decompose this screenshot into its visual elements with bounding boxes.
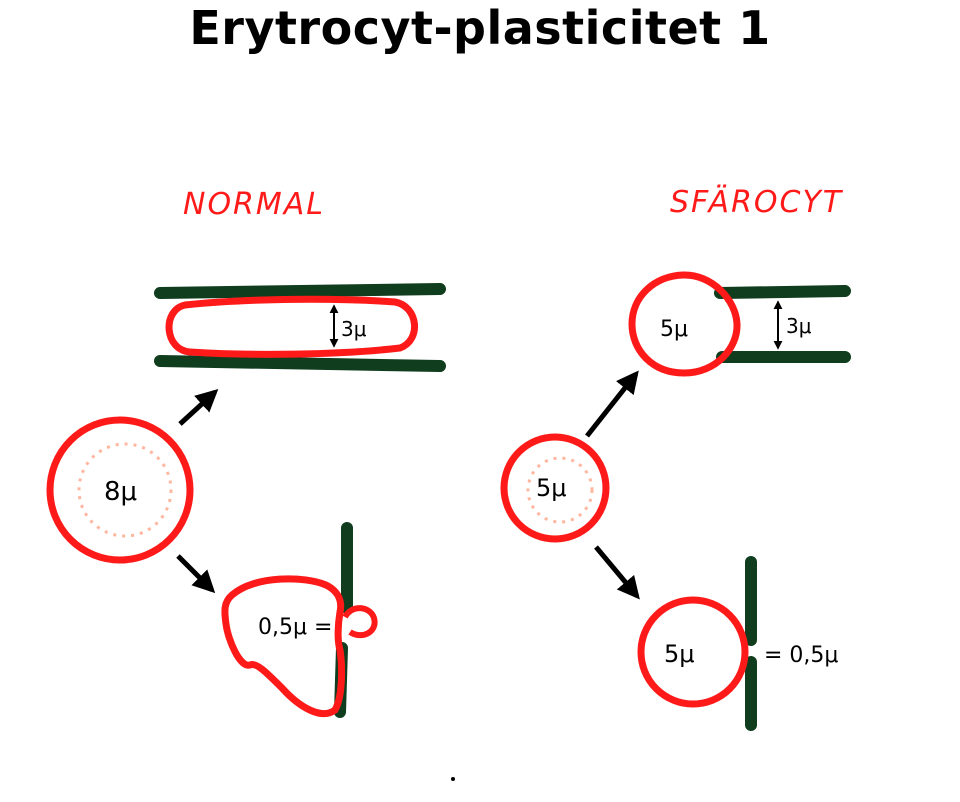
- elongated-cell: [165, 295, 419, 358]
- arrow-to-capillary: [178, 388, 219, 426]
- cell-protrusion: [342, 605, 378, 639]
- sphero-cell-at-capillary: [628, 271, 741, 377]
- spherocyte-heading: SFÄROCYT: [670, 184, 844, 220]
- page-title: Erytrocyt-plasticitet 1: [189, 1, 771, 55]
- spherocyte-cell: [500, 433, 610, 543]
- sphero-cell-at-pore: [637, 596, 749, 708]
- sphero-channel-width-label: 3μ: [786, 314, 812, 338]
- normal-pore-label: 0,5μ =: [258, 615, 332, 640]
- sphero-pore-cell-label: 5μ: [664, 640, 695, 668]
- sphero-vessel-wall-top: [714, 285, 851, 299]
- sphero-channel-cell-label: 5μ: [660, 317, 688, 342]
- spherocyte-panel: SFÄROCYT 5μ 3μ 5μ 5μ = 0,5μ: [500, 184, 851, 731]
- normal-cell: [46, 416, 194, 564]
- deformed-cell: [221, 575, 346, 718]
- sphero-cell-size-label: 5μ: [536, 474, 567, 502]
- channel-width-label: 3μ: [341, 317, 367, 341]
- sphero-arrow-to-capillary: [585, 370, 639, 438]
- arrow-to-pore: [176, 554, 216, 594]
- normal-panel: NORMAL 3μ 8μ 0,5μ =: [46, 187, 446, 718]
- normal-heading: NORMAL: [183, 187, 325, 222]
- stray-dot: [451, 777, 455, 781]
- vessel-wall-bottom: [154, 355, 446, 372]
- spherocyte-shading: [526, 456, 594, 524]
- vessel-wall-top: [154, 283, 446, 299]
- normal-cell-size-label: 8μ: [104, 477, 137, 507]
- sphero-pore-label: = 0,5μ: [764, 643, 838, 668]
- cell-central-pallor: [77, 442, 173, 538]
- sphero-arrow-to-pore: [594, 545, 640, 600]
